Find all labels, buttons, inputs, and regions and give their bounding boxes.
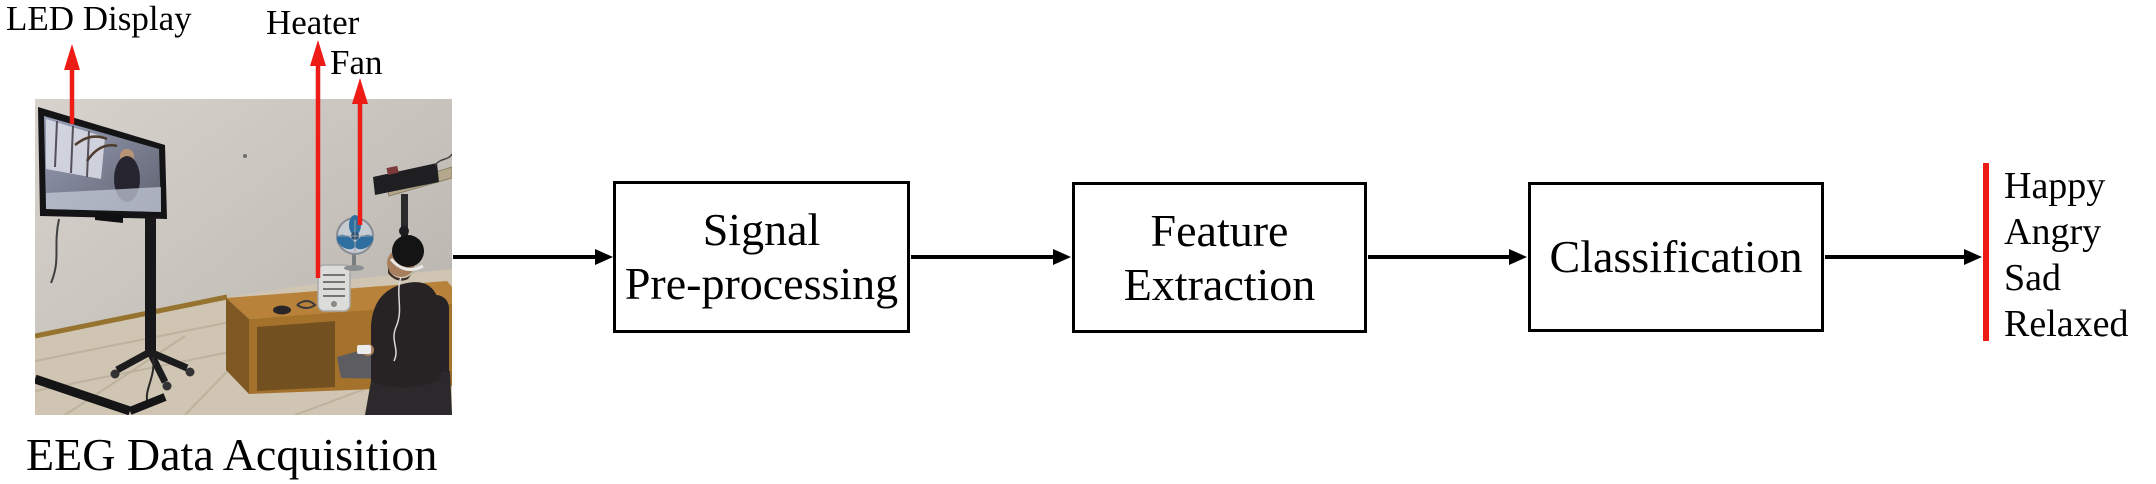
- tv-icon: [38, 107, 167, 284]
- arrow-preprocessing-to-extraction: [911, 249, 1071, 265]
- participant-icon: [337, 235, 441, 388]
- emotion-output-item: Sad: [2004, 257, 2061, 299]
- earphone-cable: [393, 276, 402, 362]
- arrow-extraction-to-classification: [1368, 249, 1527, 265]
- box-label-line: Classification: [1549, 231, 1803, 282]
- classification-box: Classification: [1528, 182, 1824, 332]
- emotion-output-item: Relaxed: [2004, 303, 2129, 345]
- emotion-outputs: Happy Angry Sad Relaxed: [2004, 163, 2129, 347]
- fan-label: Fan: [330, 43, 383, 82]
- emotion-output-item: Angry: [2004, 211, 2102, 253]
- box-label-line: Signal: [702, 204, 821, 255]
- heater-label: Heater: [266, 3, 360, 42]
- box-label-line: Pre-processing: [624, 258, 899, 309]
- eeg-headset-icon: [389, 235, 424, 271]
- pulse-sensor: [357, 345, 371, 354]
- eeg-acquisition-photo: [35, 99, 452, 415]
- fan-icon: [336, 215, 374, 271]
- arrow-classification-to-output: [1825, 249, 1982, 265]
- tv-stand-icon: [35, 217, 195, 415]
- signal-preprocessing-box: Signal Pre-processing: [613, 181, 910, 333]
- wall-rig-icon: [373, 153, 452, 246]
- led-display-label: LED Display: [6, 0, 192, 38]
- output-separator-bar: [1983, 163, 1989, 341]
- emotion-output-item: Happy: [2004, 165, 2106, 207]
- wall-mark: [243, 154, 247, 158]
- box-label-line: Extraction: [1123, 258, 1316, 310]
- heater-icon: [273, 264, 351, 315]
- box-label-line: Feature: [1150, 204, 1289, 256]
- feature-extraction-box: Feature Extraction: [1072, 182, 1367, 333]
- arrow-photo-to-preprocessing: [453, 249, 613, 265]
- photo-caption: EEG Data Acquisition: [26, 429, 438, 480]
